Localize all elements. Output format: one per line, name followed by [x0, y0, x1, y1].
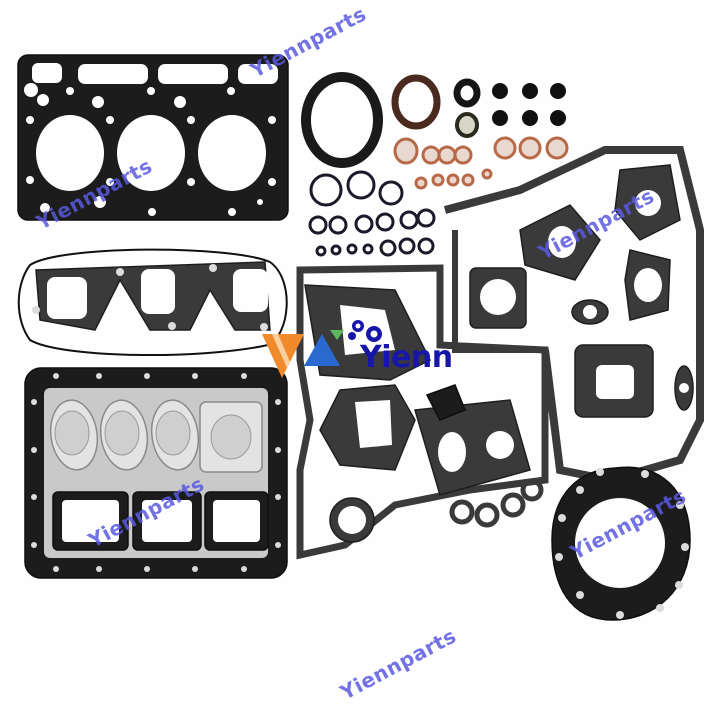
timing-cover-gasket-set [296, 146, 704, 560]
logo-text: Yienn [360, 340, 453, 375]
oil-pan-gasket-set [24, 367, 288, 579]
flywheel-housing-gasket [551, 466, 691, 621]
cylinder-head-gasket [17, 54, 289, 221]
yienn-logo [262, 320, 382, 378]
crank-seals [301, 72, 481, 168]
logo-green-triangle-icon [330, 330, 344, 340]
gear-icon [348, 320, 382, 342]
logo-blue-triangle-icon [304, 334, 340, 366]
manifold-gasket [17, 248, 288, 357]
valve-stem-seals [492, 83, 566, 126]
copper-washers [393, 136, 569, 190]
o-rings [308, 170, 436, 257]
